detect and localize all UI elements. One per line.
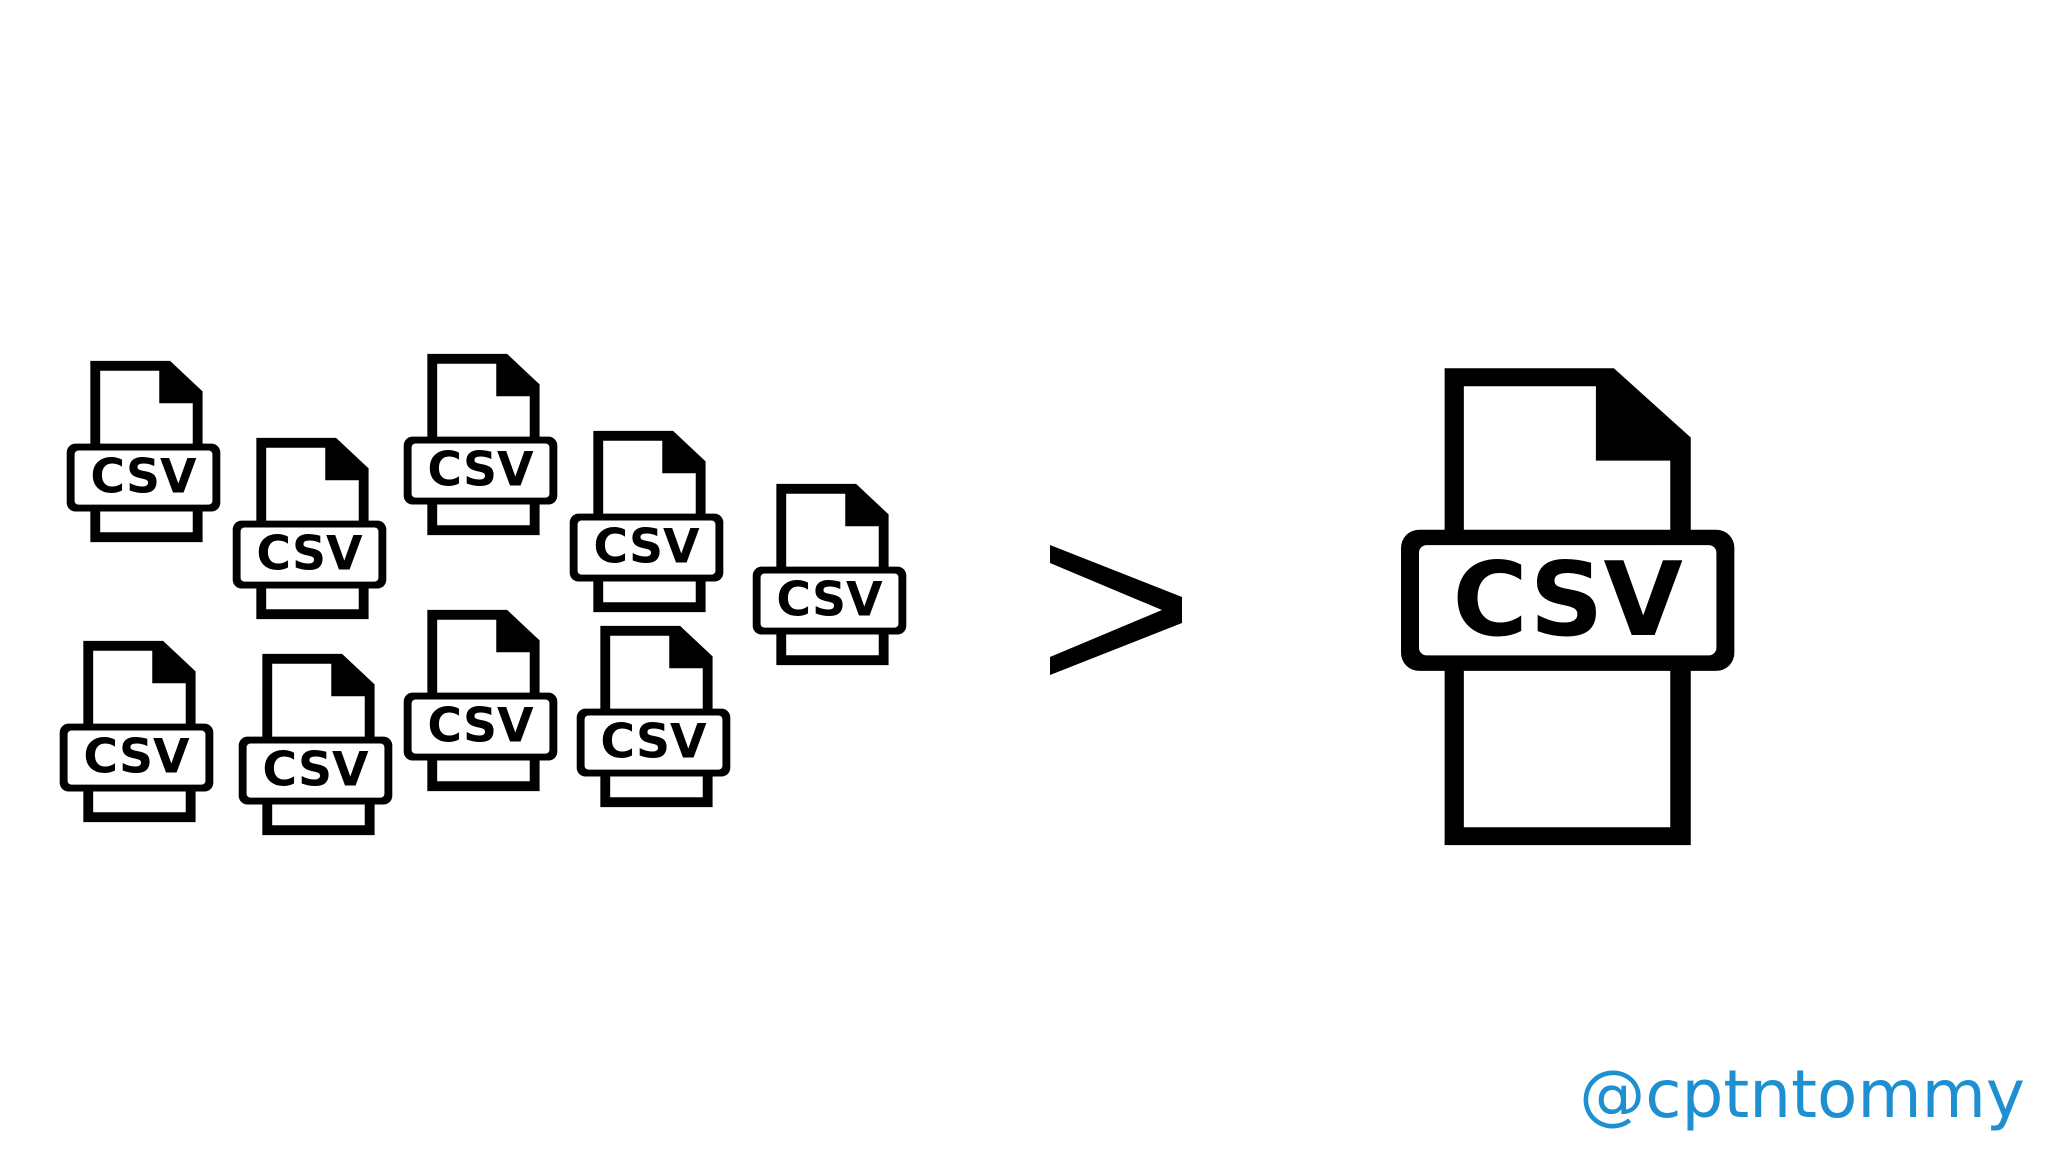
label-band-inner <box>67 730 206 785</box>
greater-than-glyph <box>1050 545 1182 675</box>
label-band-inner <box>584 715 723 770</box>
label-band-inner <box>1418 545 1717 656</box>
label-band-inner <box>577 520 716 575</box>
csv-file-icon: CSV <box>752 483 907 666</box>
csv-file-icon: CSV <box>576 625 731 808</box>
csv-file-icon: CSV <box>238 653 393 836</box>
small-csv-file-icon: CSV <box>399 348 563 540</box>
csv-file-icon: CSV <box>569 430 724 613</box>
csv-label: CSV <box>776 573 883 628</box>
csv-label: CSV <box>427 443 534 498</box>
author-handle: @cptntommy <box>1579 1056 2025 1133</box>
csv-file-icon: CSV <box>403 353 558 536</box>
csv-file-icon: CSV <box>232 437 387 620</box>
small-csv-file-icon: CSV <box>572 620 736 812</box>
csv-label: CSV <box>1452 541 1682 660</box>
csv-file-icon: CSV <box>66 360 221 543</box>
csv-label: CSV <box>90 450 197 505</box>
csv-file-icon: CSV <box>1401 368 1735 846</box>
small-csv-file-icon: CSV <box>62 355 226 547</box>
label-band-inner <box>74 450 213 505</box>
label-band-inner <box>411 699 550 754</box>
csv-label: CSV <box>593 520 700 575</box>
csv-label: CSV <box>600 715 707 770</box>
small-csv-file-icon: CSV <box>228 432 392 624</box>
label-band-inner <box>411 443 550 498</box>
label-band-inner <box>760 573 899 628</box>
label-band-inner <box>240 527 379 582</box>
comparison-symbol-text: > <box>0 0 1 1</box>
csv-label: CSV <box>262 743 369 798</box>
label-band-inner <box>246 743 385 798</box>
greater-than-symbol <box>1050 545 1182 675</box>
csv-file-icon: CSV <box>59 640 214 823</box>
csv-label: CSV <box>256 527 363 582</box>
csv-file-icon: CSV <box>403 609 558 792</box>
small-csv-file-icon: CSV <box>55 635 219 827</box>
csv-label: CSV <box>83 730 190 785</box>
csv-label: CSV <box>427 699 534 754</box>
small-csv-file-icon: CSV <box>234 648 398 840</box>
small-csv-file-icon: CSV <box>748 478 912 670</box>
small-csv-file-icon: CSV <box>565 425 729 617</box>
small-csv-file-icon: CSV <box>399 604 563 796</box>
large-csv-file-icon: CSV <box>1390 358 1830 858</box>
